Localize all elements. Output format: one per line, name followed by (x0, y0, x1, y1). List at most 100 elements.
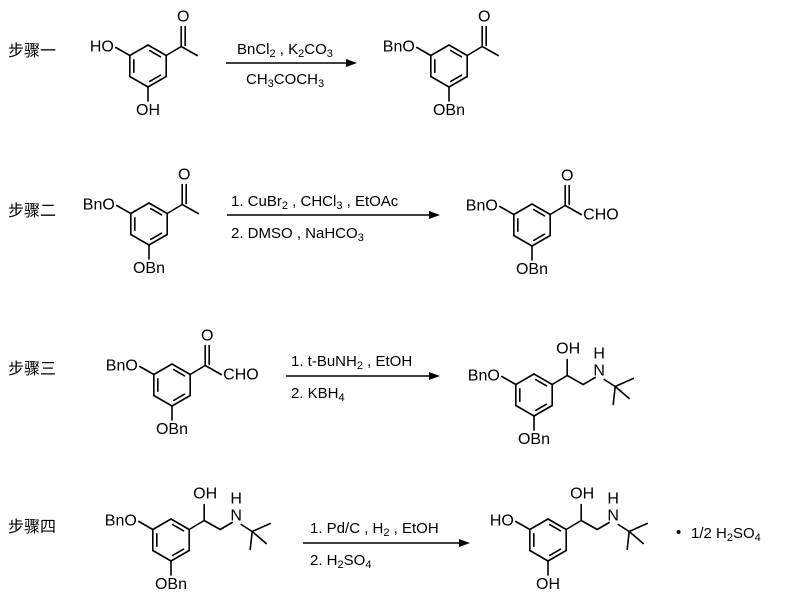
bond-line (529, 518, 549, 531)
step-3-arrow (286, 372, 440, 380)
bond-line (547, 518, 567, 531)
bond-line (430, 44, 450, 57)
amine-hydrogen-label: H (230, 491, 242, 508)
bond-line (171, 363, 191, 376)
bond-line (549, 204, 566, 216)
step-3-product-lower-substituent: OBn (518, 431, 550, 448)
bond-line (172, 393, 186, 402)
carbonyl-oxygen-label: O (177, 9, 189, 26)
amine-nitrogen-label: N (593, 363, 605, 380)
step-4-reactant-lower-substituent: OBn (155, 576, 187, 593)
bond-line (240, 523, 253, 533)
amine-nitrogen-label: N (230, 508, 242, 525)
bond-line (449, 74, 463, 83)
bond-line (147, 44, 167, 57)
aldehyde-label: CHO (583, 207, 619, 224)
step-1-reactant: HO OH O (90, 9, 198, 119)
bond-line (189, 364, 206, 376)
bond-line (466, 45, 483, 57)
step-1-reagents-below: CH3COCH3 (246, 71, 324, 90)
bond-line (548, 523, 562, 532)
step-3-label: 步骤三 (8, 360, 56, 378)
bond-line (515, 404, 535, 417)
step-3-reactant-upper-substituent: BnO (106, 358, 138, 375)
amine-hydrogen-label: H (593, 346, 605, 363)
bond-line (170, 518, 190, 531)
bond-line (614, 377, 634, 388)
step-2-reagents-below: 2. DMSO , NaHCO3 (231, 225, 364, 244)
bond-line (139, 365, 155, 376)
bond-line (152, 549, 172, 562)
bond-line (596, 521, 610, 531)
bond-line (116, 204, 132, 215)
bond-line (565, 519, 582, 531)
bond-line (180, 45, 198, 57)
bond-line (416, 46, 432, 57)
bond-line (533, 373, 553, 386)
bond-line (148, 202, 168, 215)
step-3-reagents-above: 1. t-BuNH2 , EtOH (291, 353, 412, 372)
bond-line (513, 234, 533, 247)
step-1-reagents-above: BnCl2 , K2CO3 (237, 41, 333, 60)
step-4-reagents-below: 2. H2SO4 (310, 552, 371, 571)
step-4-reactant: BnO OBn OH NH (105, 486, 271, 593)
step-2-product: BnO OBn O CHO (466, 168, 619, 279)
step-2-reactant-upper-substituent: BnO (83, 197, 115, 214)
bond-line (171, 394, 191, 407)
bond-line (138, 520, 154, 531)
step-2-reagents-above: 1. CuBr2 , CHCl3 , EtOAc (231, 193, 399, 212)
bond-line (148, 74, 162, 83)
bond-line (531, 203, 551, 216)
step-1-product-upper-substituent: BnO (383, 39, 415, 56)
step-2-product-lower-substituent: OBn (516, 261, 548, 278)
carbonyl-oxygen-label: O (561, 168, 573, 185)
bond-line (430, 75, 450, 88)
bond-line (170, 549, 190, 562)
bond-line (171, 523, 185, 532)
bond-line (130, 233, 150, 246)
bond-line (251, 522, 271, 533)
step-1-reactant-lower-substituent: OH (136, 102, 160, 119)
bond-line (533, 404, 553, 417)
bond-line (171, 548, 185, 557)
bond-line (166, 203, 183, 215)
hydroxyl-label: OH (193, 486, 217, 503)
amine-hydrogen-label: H (607, 491, 619, 508)
step-4-reactant-upper-substituent: BnO (105, 513, 137, 530)
bond-line (152, 518, 172, 531)
bond-line (172, 368, 186, 377)
bond-line (153, 363, 173, 376)
bond-line (147, 75, 167, 88)
bond-line (532, 208, 546, 217)
bond-line (448, 75, 468, 88)
step-3-reactant-lower-substituent: OBn (156, 421, 188, 438)
hydroxyl-label: OH (556, 341, 580, 358)
step-4-reagents-above: 1. Pd/C , H2 , EtOH (310, 520, 439, 539)
bond-line (564, 204, 582, 216)
bond-line (628, 522, 648, 533)
bond-line (181, 203, 199, 215)
bond-line (628, 530, 644, 545)
bond-line (548, 548, 562, 557)
arrow-head (429, 372, 440, 380)
bond-line (614, 385, 630, 400)
bond-line (249, 530, 253, 551)
bond-line (603, 378, 616, 388)
step-2-product-upper-substituent: BnO (466, 198, 498, 215)
salt-label: 1/2 H2SO4 (691, 525, 761, 544)
bond-line (566, 374, 584, 386)
step-1-reactant-upper-substituent: HO (90, 39, 114, 56)
step-4-product-lower-substituent: OH (536, 576, 560, 593)
bond-line (148, 49, 162, 58)
amine-nitrogen-label: N (607, 508, 619, 525)
bond-line (612, 385, 616, 406)
arrow-head (429, 211, 440, 219)
bond-line (534, 403, 548, 412)
step-3-product-upper-substituent: BnO (468, 368, 500, 385)
carbonyl-oxygen-label: O (478, 9, 490, 26)
